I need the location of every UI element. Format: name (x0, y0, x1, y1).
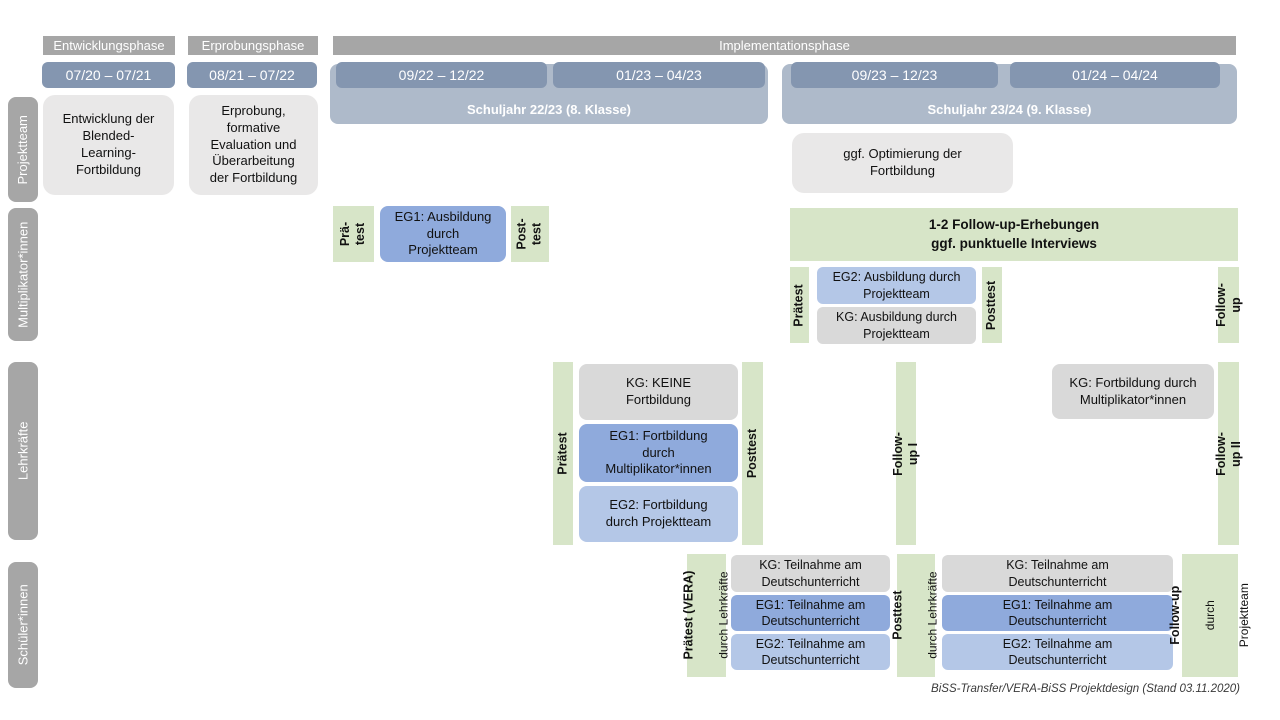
row-label-multiplikatoren: Multiplikator*innen (8, 208, 38, 341)
posttest-sublabel: durch Lehrkräfte (925, 571, 940, 660)
bar-schueler-followup: Follow-up durch Projektteam (1168, 554, 1251, 677)
box-mult-kg-ausbildung: KG: Ausbildung durch Projektteam (817, 307, 976, 344)
box-lehr-eg2-fortbildung: EG2: Fortbildung durch Projektteam (579, 486, 738, 542)
bar-mult-posttest-2: Posttest (982, 267, 1002, 343)
bar-mult-praetest-2: Prätest (790, 267, 809, 343)
box-lehr-kg-fortbildung-mult: KG: Fortbildung durch Multiplikator*inne… (1052, 364, 1214, 419)
box-schueler-eg1-teilnahme-1: EG1: Teilnahme am Deutschunterricht (731, 595, 890, 631)
row-label-multiplikatoren-text: Multiplikator*innen (15, 221, 31, 328)
date-bar-0821-0722: 08/21 – 07/22 (187, 62, 317, 88)
box-lehr-eg1-fortbildung: EG1: Fortbildung durch Multiplikator*inn… (579, 424, 738, 482)
bar-mult-followup: Follow-up (1214, 267, 1243, 343)
bar-lehr-followup-1: Follow-up I (891, 362, 920, 545)
bar-lehr-posttest-text: Posttest (745, 428, 760, 479)
date-bar-0720-0721: 07/20 – 07/21 (42, 62, 175, 88)
phase-bar-implementation: Implementationsphase (333, 36, 1236, 55)
posttest-label: Posttest (891, 590, 906, 641)
box-erprobung-evaluation: Erprobung, formative Evaluation und Über… (189, 95, 318, 195)
bar-schueler-praetest-vera: Prätest (VERA) durch Lehrkräfte (682, 554, 730, 677)
date-bar-0123-0423: 01/23 – 04/23 (553, 62, 765, 88)
bar-lehr-followup-2: Follow-up II (1214, 362, 1243, 545)
bar-schueler-posttest: Posttest durch Lehrkräfte (891, 554, 940, 677)
bar-lehr-posttest: Posttest (742, 362, 763, 545)
praetest-vera-sublabel: durch Lehrkräfte (716, 571, 731, 660)
phase-bar-erprobung: Erprobungsphase (188, 36, 318, 55)
box-lehr-kg-keine-fortbildung: KG: KEINE Fortbildung (579, 364, 738, 420)
followup-sublabel-durch: durch (1202, 600, 1217, 631)
bar-mult-praetest-1: Prä- test (333, 206, 374, 262)
box-schueler-eg1-teilnahme-2: EG1: Teilnahme am Deutschunterricht (942, 595, 1173, 631)
box-optimierung-fortbildung: ggf. Optimierung der Fortbildung (792, 133, 1013, 193)
box-schueler-kg-teilnahme-1: KG: Teilnahme am Deutschunterricht (731, 555, 890, 592)
row-label-schueler: Schüler*innen (8, 562, 38, 688)
box-schueler-eg2-teilnahme-2: EG2: Teilnahme am Deutschunterricht (942, 634, 1173, 670)
date-bar-0923-1223: 09/23 – 12/23 (791, 62, 998, 88)
box-schueler-kg-teilnahme-2: KG: Teilnahme am Deutschunterricht (942, 555, 1173, 592)
row-label-schueler-text: Schüler*innen (15, 584, 31, 666)
bar-mult-posttest-2-text: Posttest (984, 280, 999, 330)
bar-lehr-followup-1-text: Follow-up I (891, 431, 920, 476)
row-label-projektteam-text: Projektteam (15, 114, 31, 185)
box-mult-eg1-ausbildung: EG1: Ausbildung durch Projektteam (380, 206, 506, 262)
bar-mult-posttest-1-text: Post- test (515, 218, 544, 250)
bar-mult-posttest-1: Post- test (511, 206, 549, 262)
diagram-caption: BiSS-Transfer/VERA-BiSS Projektdesign (S… (931, 683, 1240, 695)
followup-sublabel-projektteam: Projektteam (1237, 583, 1251, 648)
bar-lehr-praetest: Prätest (553, 362, 573, 545)
bar-schueler-followup-text: Follow-up durch Projektteam (1149, 583, 1271, 647)
bar-lehr-praetest-text: Prätest (555, 432, 570, 475)
bar-mult-followup-text: Follow-up (1213, 283, 1243, 327)
bar-mult-praetest-2-text: Prätest (792, 283, 807, 327)
box-mult-eg2-ausbildung: EG2: Ausbildung durch Projektteam (817, 267, 976, 304)
followup-label: Follow-up (1168, 586, 1182, 646)
box-mult-followup-erhebungen: 1-2 Follow-up-Erhebungen ggf. punktuelle… (790, 208, 1238, 261)
bar-lehr-followup-2-text: Follow-up II (1213, 431, 1243, 476)
date-bar-0124-0424: 01/24 – 04/24 (1010, 62, 1220, 88)
praetest-vera-label: Prätest (VERA) (681, 571, 696, 660)
date-bar-0922-1222: 09/22 – 12/22 (336, 62, 547, 88)
box-entwicklung-fortbildung: Entwicklung der Blended- Learning- Fortb… (43, 95, 174, 195)
phase-bar-entwicklung: Entwicklungsphase (43, 36, 175, 55)
row-label-lehrkraefte: Lehrkräfte (8, 362, 38, 540)
row-label-projektteam: Projektteam (8, 97, 38, 202)
row-label-lehrkraefte-text: Lehrkräfte (15, 421, 31, 481)
box-schueler-eg2-teilnahme-1: EG2: Teilnahme am Deutschunterricht (731, 634, 890, 670)
bar-mult-praetest-1-text: Prä- test (338, 221, 368, 247)
